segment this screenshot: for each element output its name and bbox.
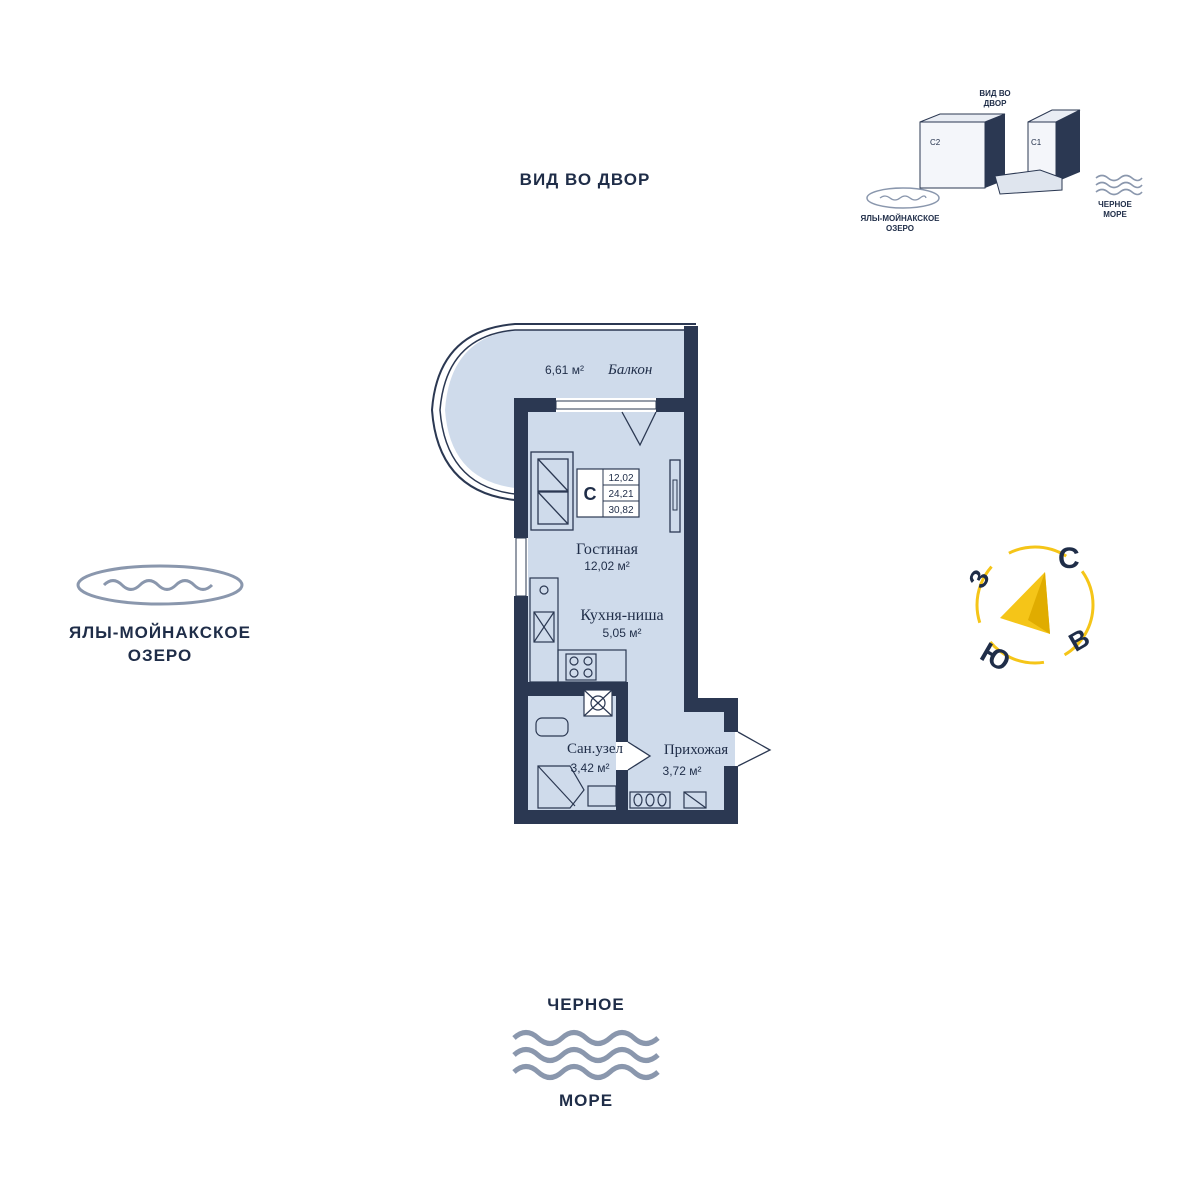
wall-right-lower [724,766,738,824]
kitchen-fridge-icon [539,585,549,595]
minimap-lake-icon [866,187,940,209]
balcony-railing-outer [430,323,696,501]
compass: С В Ю З [962,542,1095,678]
window-left [515,537,527,597]
minimap-c2-front [919,121,986,189]
wall-left-upper [514,398,528,538]
lake-icon [76,564,244,606]
minimap-lake-line2: ОЗЕРО [885,224,915,233]
entrance-door [737,731,772,767]
sea-icon [512,1030,660,1080]
bathroom-area: 3,42 м² [571,761,610,775]
minimap-top-line2: ДВОР [983,99,1007,108]
minimap-c2-side [985,114,1005,188]
living-area: 12,02 м² [584,559,630,573]
minimap-sea-icon [1095,174,1143,196]
wall-top-left [514,398,556,412]
walls [514,326,738,824]
balcony-name: Балкон [607,362,652,378]
kitchen-fixtures [529,577,627,683]
minimap-c1-side [1056,110,1080,182]
kitchen-name: Кухня-ниша [580,607,663,624]
shower-icon [537,765,585,809]
view-label-sea-line1: ЧЕРНОЕ [547,995,625,1014]
wall-top-right [656,398,698,412]
shoe-rack-icon [629,791,671,809]
apartment-badge: С 12,02 24,21 30,82 [576,468,640,518]
minimap-lake-label: ЯЛЫ-МОЙНАКСКОЕ ОЗЕРО [835,214,965,234]
view-label-lake-line2: ОЗЕРО [127,646,193,665]
wall-right-step [684,698,738,712]
sofa-icon [530,451,574,531]
compass-south: Ю [975,636,1016,677]
wall-bath-top [528,682,628,696]
wall-right-upper [684,326,698,698]
minimap-lake-line1: ЯЛЫ-МОЙНАКСКОЕ [860,214,940,223]
minimap-sea-line2: МОРЕ [1103,210,1127,219]
minimap-sea-line1: ЧЕРНОЕ [1098,200,1132,209]
hallway-name: Прихожая [664,742,728,758]
view-label-courtyard: ВИД ВО ДВОР [519,170,651,189]
minimap-c1-label: С1 [1031,138,1042,147]
minimap: С2 С1 [866,109,1143,209]
toilet-icon [535,717,569,737]
balcony-floor [445,330,690,488]
window-balcony [555,400,657,410]
hallway-cabinet-icon [683,791,707,809]
kitchen-sink-icon [533,611,555,643]
minimap-lake-wave [879,195,927,201]
apartment-living-area: 12,02 [608,473,633,484]
minimap-c2-label: С2 [930,138,941,147]
bath-sink-icon [587,785,617,807]
minimap-podium [994,169,1063,195]
apartment-area-no-balcony: 24,21 [608,489,633,500]
apartment-type-letter: С [584,484,597,504]
balcony-door [621,411,657,447]
balcony-area: 6,61 м² [545,363,584,377]
wall-bottom [514,810,738,824]
apartment-total-area: 30,82 [608,505,633,516]
minimap-top-line1: ВИД ВО [979,89,1011,98]
compass-arrow-shade [1028,572,1050,634]
hallway-floor [628,682,735,812]
minimap-top-label: ВИД ВО ДВОР [965,89,1025,109]
floor-plan: С 12,02 24,21 30,82 [430,323,772,824]
living-name: Гостиная [576,541,639,558]
minimap-sea-label: ЧЕРНОЕ МОРЕ [1085,200,1145,220]
wall-right-door-top [724,712,738,732]
bathroom-name: Сан.узел [567,741,624,757]
bathroom-fixtures [535,689,617,809]
hallway-area: 3,72 м² [663,764,702,778]
view-label-sea-line2: МОРЕ [558,1091,614,1110]
balcony-railing-inner [439,329,696,495]
bathroom-door [627,741,652,771]
compass-ring [975,545,1095,665]
tv-screen-icon [672,479,678,511]
hallway-fixtures [629,791,707,809]
wall-bath-right-lower [616,770,628,810]
compass-north: С [1058,542,1080,575]
kitchen-area: 5,05 м² [603,626,642,640]
view-label-lake-line1: ЯЛЫ-МОЙНАКСКОЕ [69,623,251,642]
wall-bath-right-upper [616,682,628,742]
kitchen-stove-icon [565,653,597,681]
tv-icon [669,459,681,533]
wall-left-lower [514,596,528,824]
